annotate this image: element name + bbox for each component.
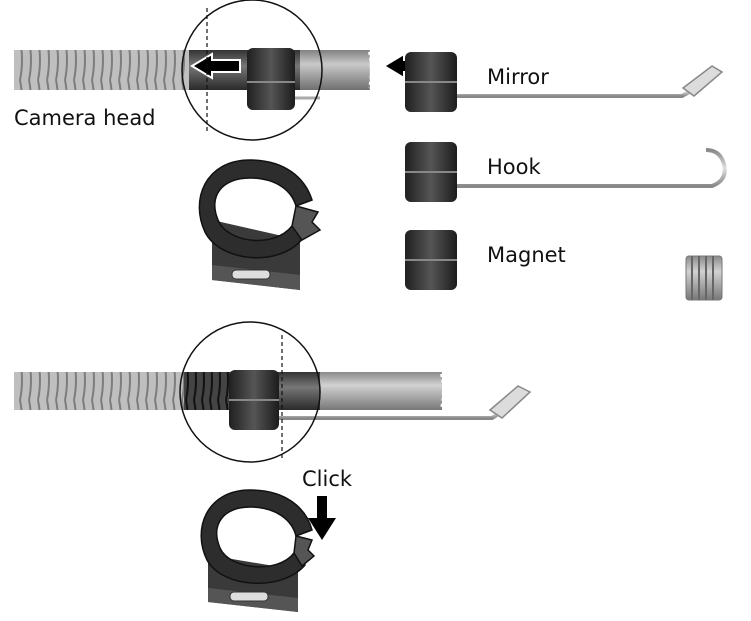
hook-attachment xyxy=(405,142,727,202)
camera-head-bottom xyxy=(14,321,532,463)
mirror-head-bottom xyxy=(488,385,532,419)
magnifier-circle-top xyxy=(181,0,323,141)
magnet-attachment xyxy=(405,230,723,301)
arrow-left-icon xyxy=(190,52,241,80)
magnet-label: Magnet xyxy=(487,243,566,267)
mirror-attachment xyxy=(405,52,724,112)
clip-on-head-top xyxy=(247,48,295,110)
c-ring-top xyxy=(198,159,313,259)
arrow-down-icon xyxy=(308,496,336,540)
c-ring-bottom xyxy=(200,489,313,584)
clip-slot-bottom xyxy=(229,591,269,602)
mirror-label: Mirror xyxy=(487,65,549,89)
hook-label: Hook xyxy=(487,155,541,179)
flex-hose-bottom xyxy=(14,372,184,410)
camera-head-top xyxy=(14,0,372,141)
magnifier-circle-bottom xyxy=(179,321,321,463)
magnet-coil xyxy=(685,255,723,301)
camera-head-label: Camera head xyxy=(14,106,156,130)
mirror-head xyxy=(681,65,724,97)
click-label: Click xyxy=(302,467,353,491)
flex-hose-top xyxy=(14,50,189,90)
clip-detail-top xyxy=(198,159,322,290)
clip-detail-bottom xyxy=(200,489,316,612)
hook-rod xyxy=(457,148,727,188)
clip-slot-top xyxy=(231,269,271,280)
